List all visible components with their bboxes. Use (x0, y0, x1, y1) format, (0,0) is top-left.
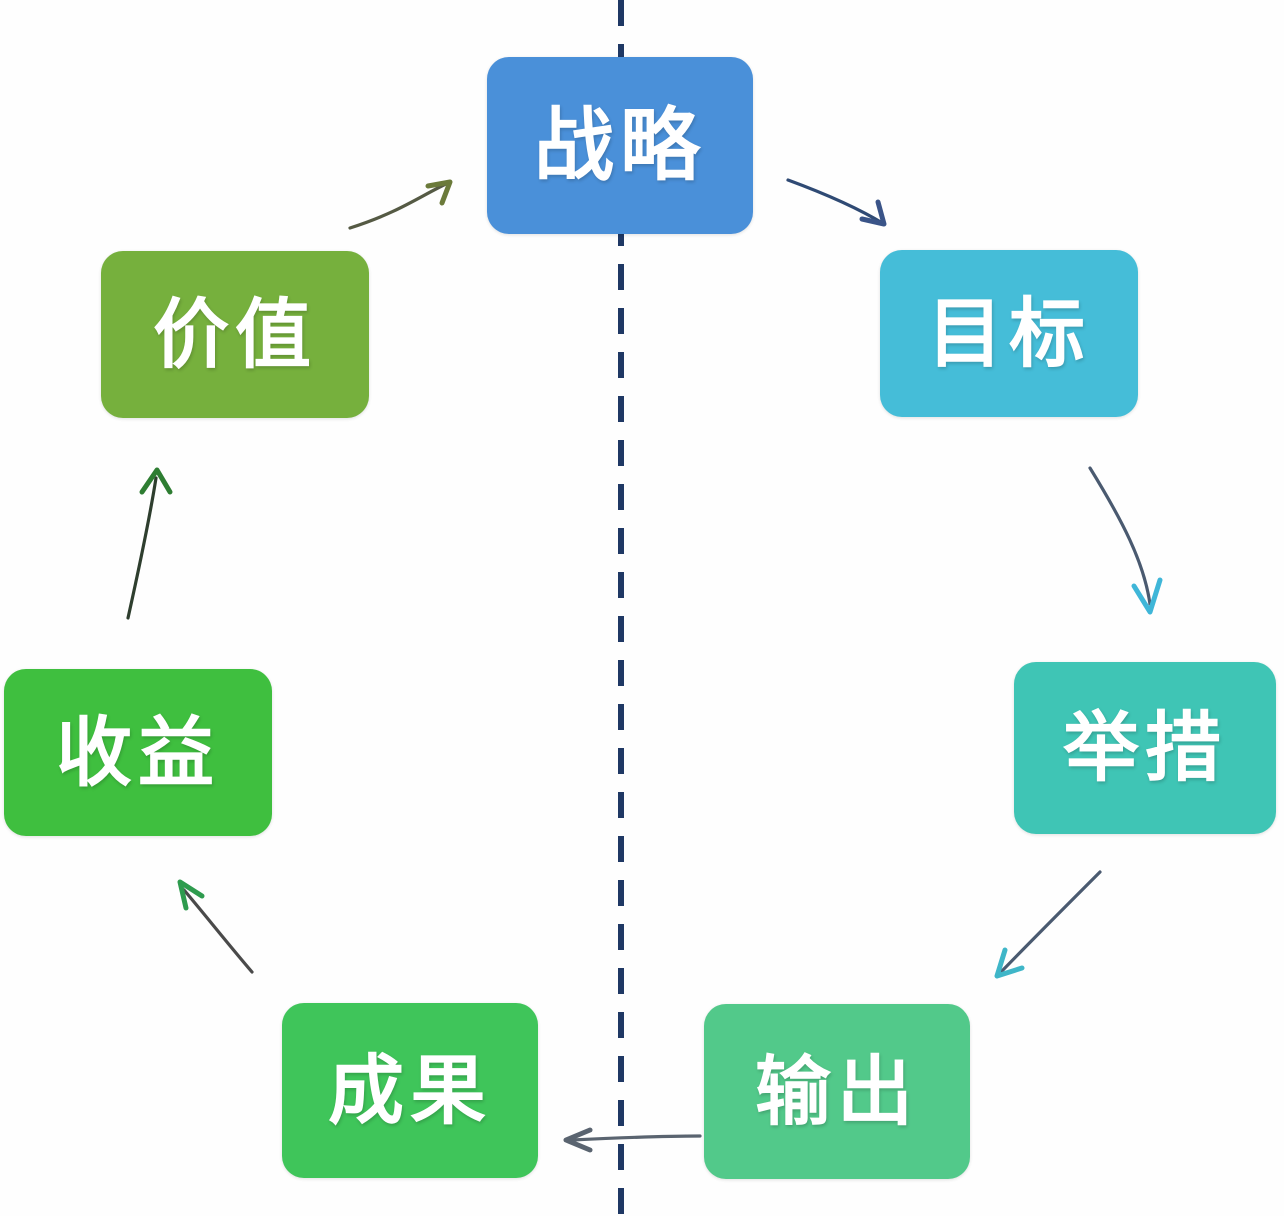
node-output[interactable]: 输出 (704, 1004, 970, 1179)
arrow-head-value-to-strategy (425, 179, 453, 206)
arrow-shaft-initiative-to-output (999, 870, 1102, 974)
node-objective-label: 目标 (927, 288, 1091, 378)
node-output-label: 输出 (755, 1046, 919, 1136)
arrow-shaft-strategy-to-objective (786, 178, 886, 226)
node-value-label: 价值 (153, 289, 317, 379)
node-strategy-label: 战略 (534, 98, 706, 192)
node-initiative[interactable]: 举措 (1014, 662, 1276, 834)
arrow-shaft-objective-to-initiative (1088, 466, 1152, 606)
arrow-head-initiative-to-output (994, 947, 1025, 979)
arrow-head-strategy-to-objective (859, 199, 887, 227)
node-strategy[interactable]: 战略 (487, 57, 753, 234)
arrow-head-output-to-result (563, 1127, 593, 1153)
arrow-head-result-to-benefit (177, 879, 205, 911)
node-value[interactable]: 价值 (101, 251, 369, 418)
node-benefit-label: 收益 (56, 707, 220, 797)
arrow-shaft-value-to-strategy (348, 180, 452, 230)
arrow-shaft-result-to-benefit (182, 888, 254, 974)
node-benefit[interactable]: 收益 (4, 669, 272, 836)
arrow-shaft-output-to-result (570, 1134, 702, 1142)
arrow-shaft-benefit-to-value (126, 476, 158, 620)
node-result[interactable]: 成果 (282, 1003, 538, 1178)
arrow-head-objective-to-initiative (1131, 577, 1163, 615)
arrow-head-benefit-to-value (139, 467, 173, 495)
node-initiative-label: 举措 (1063, 703, 1227, 792)
node-objective[interactable]: 目标 (880, 250, 1138, 417)
node-result-label: 成果 (328, 1045, 492, 1135)
